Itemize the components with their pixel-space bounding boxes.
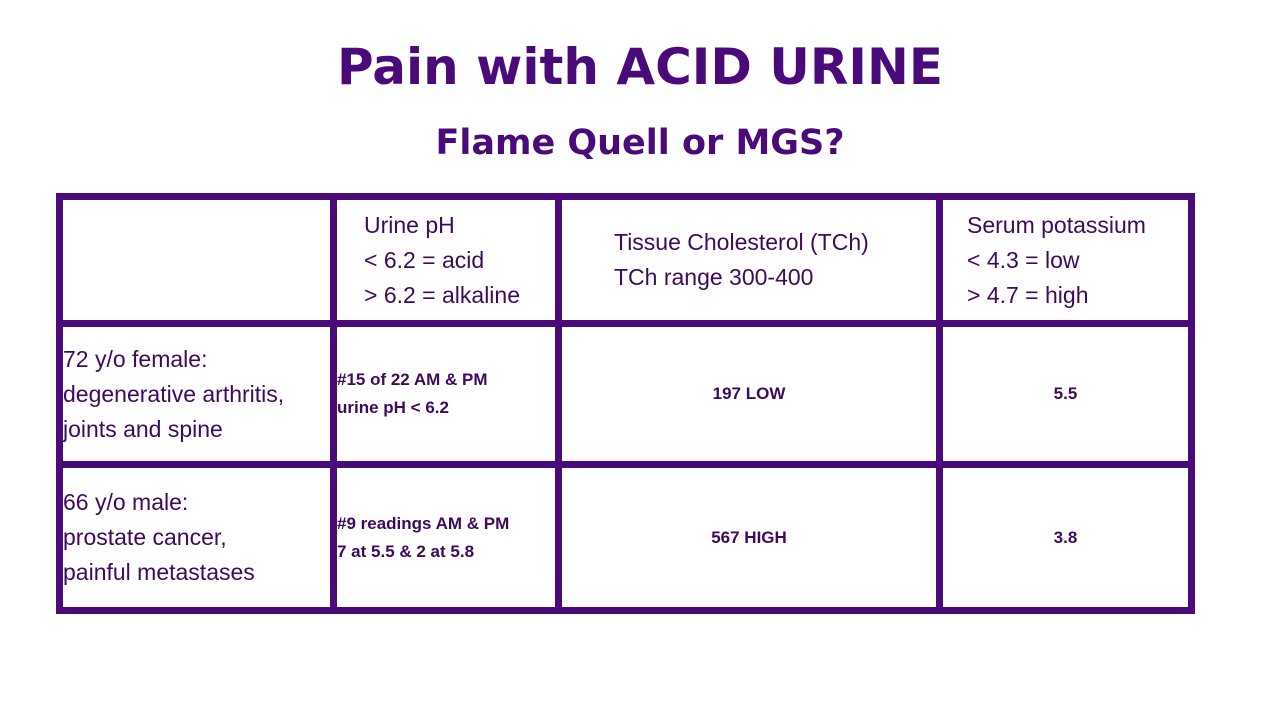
patient-cell: 72 y/o female: degenerative arthritis, j…: [56, 320, 337, 468]
patient-cell: 66 y/o male: prostate cancer, painful me…: [56, 461, 337, 614]
urine-ph-line: 7 at 5.5 & 2 at 5.8: [337, 541, 475, 561]
header-empty-cell: [56, 193, 337, 327]
serum-potassium-cell: 3.8: [936, 461, 1195, 614]
header-serum-potassium: Serum potassium < 4.3 = low > 4.7 = high: [936, 193, 1195, 327]
urine-ph-line: urine pH < 6.2: [337, 398, 449, 417]
table-header-row: Urine pH < 6.2 = acid > 6.2 = alkaline T…: [56, 193, 1195, 327]
serum-potassium-value: 5.5: [1053, 384, 1078, 403]
header-line: TCh range 300-400: [614, 264, 814, 290]
serum-potassium-value: 3.8: [1053, 527, 1078, 547]
header-line: > 6.2 = alkaline: [364, 281, 521, 308]
header-line: Urine pH: [364, 211, 455, 238]
header-line: Tissue Cholesterol (TCh): [614, 229, 869, 255]
header-line: < 4.3 = low: [967, 246, 1080, 273]
serum-potassium-cell: 5.5: [936, 320, 1195, 468]
tissue-cholesterol-cell: 197 LOW: [555, 320, 943, 468]
page-subtitle: Flame Quell or MGS?: [435, 123, 845, 163]
header-line: > 4.7 = high: [967, 281, 1089, 308]
tissue-cholesterol-value: 197 LOW: [712, 384, 786, 403]
urine-ph-line: #15 of 22 AM & PM: [337, 370, 488, 389]
table-row: 66 y/o male: prostate cancer, painful me…: [56, 461, 1195, 614]
page-title: Pain with ACID URINE: [336, 38, 944, 96]
urine-ph-cell: #15 of 22 AM & PM urine pH < 6.2: [330, 320, 562, 468]
urine-ph-cell: #9 readings AM & PM 7 at 5.5 & 2 at 5.8: [330, 461, 562, 614]
patient-line: degenerative arthritis,: [63, 380, 285, 407]
header-line: < 6.2 = acid: [364, 246, 485, 273]
tissue-cholesterol-value: 567 HIGH: [711, 527, 787, 547]
header-urine-ph: Urine pH < 6.2 = acid > 6.2 = alkaline: [330, 193, 562, 327]
patient-line: painful metastases: [63, 559, 255, 585]
patient-line: 72 y/o female:: [63, 345, 208, 372]
comparison-table: Urine pH < 6.2 = acid > 6.2 = alkaline T…: [56, 193, 1195, 614]
table-row: 72 y/o female: degenerative arthritis, j…: [56, 320, 1195, 468]
tissue-cholesterol-cell: 567 HIGH: [555, 461, 943, 614]
patient-line: 66 y/o male:: [63, 489, 189, 515]
urine-ph-line: #9 readings AM & PM: [337, 513, 510, 533]
header-tissue-cholesterol: Tissue Cholesterol (TCh) TCh range 300-4…: [555, 193, 943, 327]
header-line: Serum potassium: [967, 211, 1146, 238]
patient-line: joints and spine: [63, 415, 223, 442]
patient-line: prostate cancer,: [63, 524, 227, 550]
